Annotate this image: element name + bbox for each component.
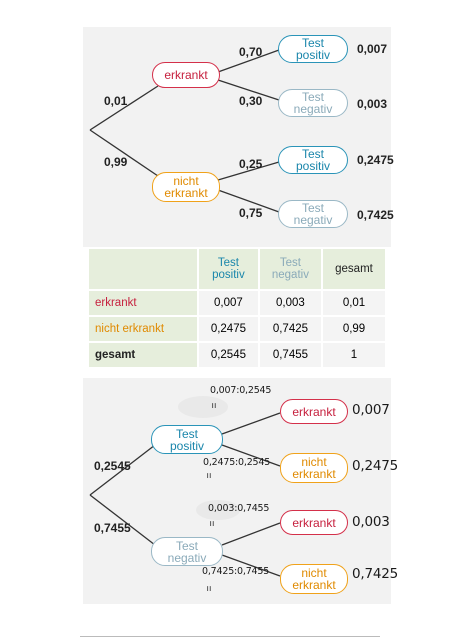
result-top-1: 0,007 (357, 42, 388, 56)
node-nicht-erkrankt: nicht erkrankt (152, 172, 220, 202)
header-test-negativ: Test negativ (257, 247, 324, 291)
prob-test-negativ: 0,7455 (94, 521, 131, 535)
row-label-gesamt: gesamt (87, 341, 199, 369)
four-field-table: Test positiv Test negativ gesamt erkrank… (87, 247, 387, 369)
header-test-positiv: Test positiv (197, 247, 260, 291)
calc-4: 0,7425:0,7455 (202, 566, 270, 577)
prob-positiv-given-nicht: 0,25 (239, 157, 263, 171)
page-edge-line (80, 636, 380, 637)
node-bottom-test-positiv: Test positiv (151, 425, 223, 454)
node-bottom-nicht-erkrankt-1: nicht erkrankt (280, 453, 348, 483)
node-top-test-positiv-1: Test positiv (278, 35, 348, 63)
result-bottom-3: 0,003 (352, 514, 390, 530)
node-bottom-test-negativ: Test negativ (151, 537, 223, 566)
table-cell: 0,003 (257, 289, 324, 317)
prob-negativ-given-erkrankt: 0,30 (239, 94, 263, 108)
edge-erkrankt-positiv (217, 49, 280, 73)
node-top-test-positiv-2: Test positiv (278, 146, 348, 174)
eraser-smudge (196, 500, 240, 520)
calc-2: 0,2475:0,2545 (203, 457, 271, 468)
result-bottom-2: 0,2475 (352, 458, 399, 474)
node-bottom-nicht-erkrankt-2: nicht erkrankt (280, 564, 348, 594)
table-cell: 0,01 (321, 289, 387, 317)
edge-nicht-positiv (217, 161, 280, 181)
calc-3: 0,003:0,7455 (208, 503, 270, 514)
result-top-4: 0,7425 (357, 208, 394, 222)
eraser-smudge (178, 396, 228, 418)
result-bottom-4: 0,7425 (352, 566, 399, 582)
eq-3: = (205, 520, 217, 527)
table-row: gesamt 0,2545 0,7455 1 (87, 341, 387, 369)
row-label-nicht-erkrankt: nicht erkrankt (87, 315, 199, 343)
result-top-2: 0,003 (357, 97, 388, 111)
table-cell: 0,99 (321, 315, 387, 343)
prob-erkrankt: 0,01 (104, 94, 128, 108)
node-bottom-erkrankt-2: erkrankt (280, 510, 348, 535)
edge-erkrankt-negativ (217, 79, 280, 101)
table-row: nicht erkrankt 0,2475 0,7425 0,99 (87, 315, 387, 343)
table-cell: 0,7425 (257, 315, 324, 343)
table-row: erkrankt 0,007 0,003 0,01 (87, 289, 387, 317)
prob-positiv-given-erkrankt: 0,70 (239, 45, 263, 59)
result-top-3: 0,2475 (357, 153, 394, 167)
table-cell: 1 (321, 341, 387, 369)
table-cell: 0,2475 (197, 315, 260, 343)
edge-nicht-negativ (217, 189, 280, 213)
header-gesamt: gesamt (321, 247, 387, 291)
prob-nicht-erkrankt: 0,99 (104, 155, 128, 169)
eq-2: = (202, 472, 214, 479)
node-top-test-negativ-2: Test negativ (278, 200, 348, 228)
node-bottom-erkrankt-1: erkrankt (280, 399, 348, 424)
table-cell: 0,2545 (197, 341, 260, 369)
edge-root-erkrankt (89, 85, 159, 131)
prob-test-positiv: 0,2545 (94, 459, 131, 473)
table-cell: 0,007 (197, 289, 260, 317)
eq-1: = (207, 402, 219, 409)
table-corner (87, 247, 199, 291)
eq-4: = (202, 585, 214, 592)
edge-root-nicht-erkrankt (89, 129, 159, 177)
node-erkrankt: erkrankt (152, 62, 220, 88)
row-label-erkrankt: erkrankt (87, 289, 199, 317)
table-cell: 0,7455 (257, 341, 324, 369)
prob-negativ-given-nicht: 0,75 (239, 206, 263, 220)
node-top-test-negativ-1: Test negativ (278, 89, 348, 117)
calc-1: 0,007:0,2545 (210, 385, 272, 396)
result-bottom-1: 0,007 (352, 402, 390, 418)
